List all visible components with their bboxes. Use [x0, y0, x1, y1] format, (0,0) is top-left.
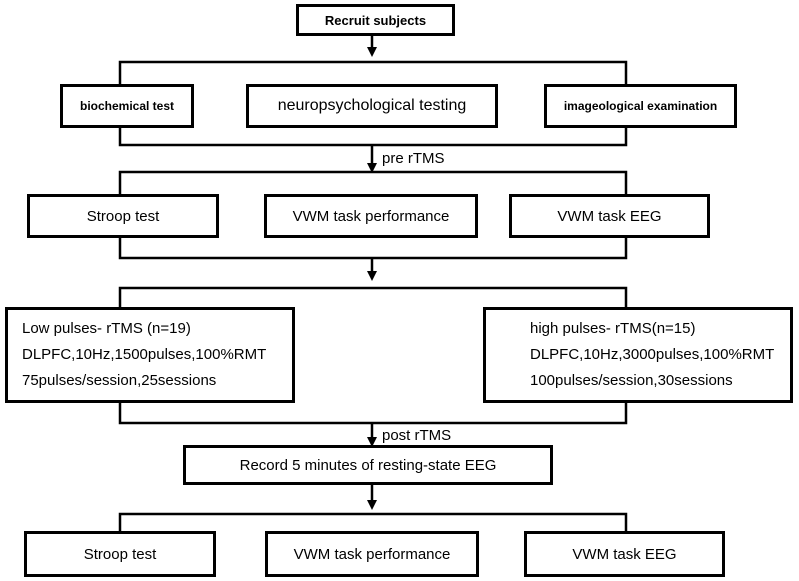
imageological-examination-box: imageological examination [544, 84, 737, 128]
high-pulses-title: high pulses- rTMS(n=15) [530, 320, 696, 337]
pre-stroop-test-box: Stroop test [27, 194, 219, 238]
post-rtms-label: post rTMS [382, 427, 452, 444]
post-vwm-performance-box: VWM task performance [265, 531, 479, 577]
low-pulses-title: Low pulses- rTMS (n=19) [22, 320, 191, 337]
resting-state-eeg-box: Record 5 minutes of resting-state EEG [183, 445, 553, 485]
post-vwm-performance-label: VWM task performance [293, 545, 451, 563]
low-pulses-params: DLPFC,10Hz,1500pulses,100%RMT [22, 346, 267, 363]
pre-vwm-performance-label: VWM task performance [292, 207, 450, 225]
biochemical-test-box: biochemical test [60, 84, 194, 128]
imageological-examination-label: imageological examination [563, 99, 718, 113]
pre-rtms-label: pre rTMS [382, 150, 445, 167]
pre-vwm-performance-box: VWM task performance [264, 194, 478, 238]
low-pulses-sessions: 75pulses/session,25sessions [22, 372, 217, 389]
biochemical-test-label: biochemical test [79, 99, 175, 113]
pre-vwm-eeg-label: VWM task EEG [557, 207, 662, 225]
neuropsychological-testing-box: neuropsychological testing [246, 84, 498, 128]
recruit-subjects-label: Recruit subjects [324, 12, 427, 28]
post-stroop-test-box: Stroop test [24, 531, 216, 577]
resting-state-eeg-label: Record 5 minutes of resting-state EEG [239, 456, 497, 474]
low-pulses-rtms-box: Low pulses- rTMS (n=19) DLPFC,10Hz,1500p… [5, 307, 295, 403]
high-pulses-params: DLPFC,10Hz,3000pulses,100%RMT [530, 346, 775, 363]
recruit-subjects-box: Recruit subjects [296, 4, 455, 36]
post-stroop-test-label: Stroop test [83, 545, 157, 563]
post-vwm-eeg-label: VWM task EEG [572, 545, 677, 563]
high-pulses-sessions: 100pulses/session,30sessions [530, 372, 733, 389]
pre-stroop-test-label: Stroop test [86, 207, 160, 225]
neuropsychological-testing-label: neuropsychological testing [277, 97, 467, 114]
high-pulses-rtms-box: high pulses- rTMS(n=15) DLPFC,10Hz,3000p… [483, 307, 793, 403]
pre-vwm-eeg-box: VWM task EEG [509, 194, 710, 238]
post-vwm-eeg-box: VWM task EEG [524, 531, 725, 577]
